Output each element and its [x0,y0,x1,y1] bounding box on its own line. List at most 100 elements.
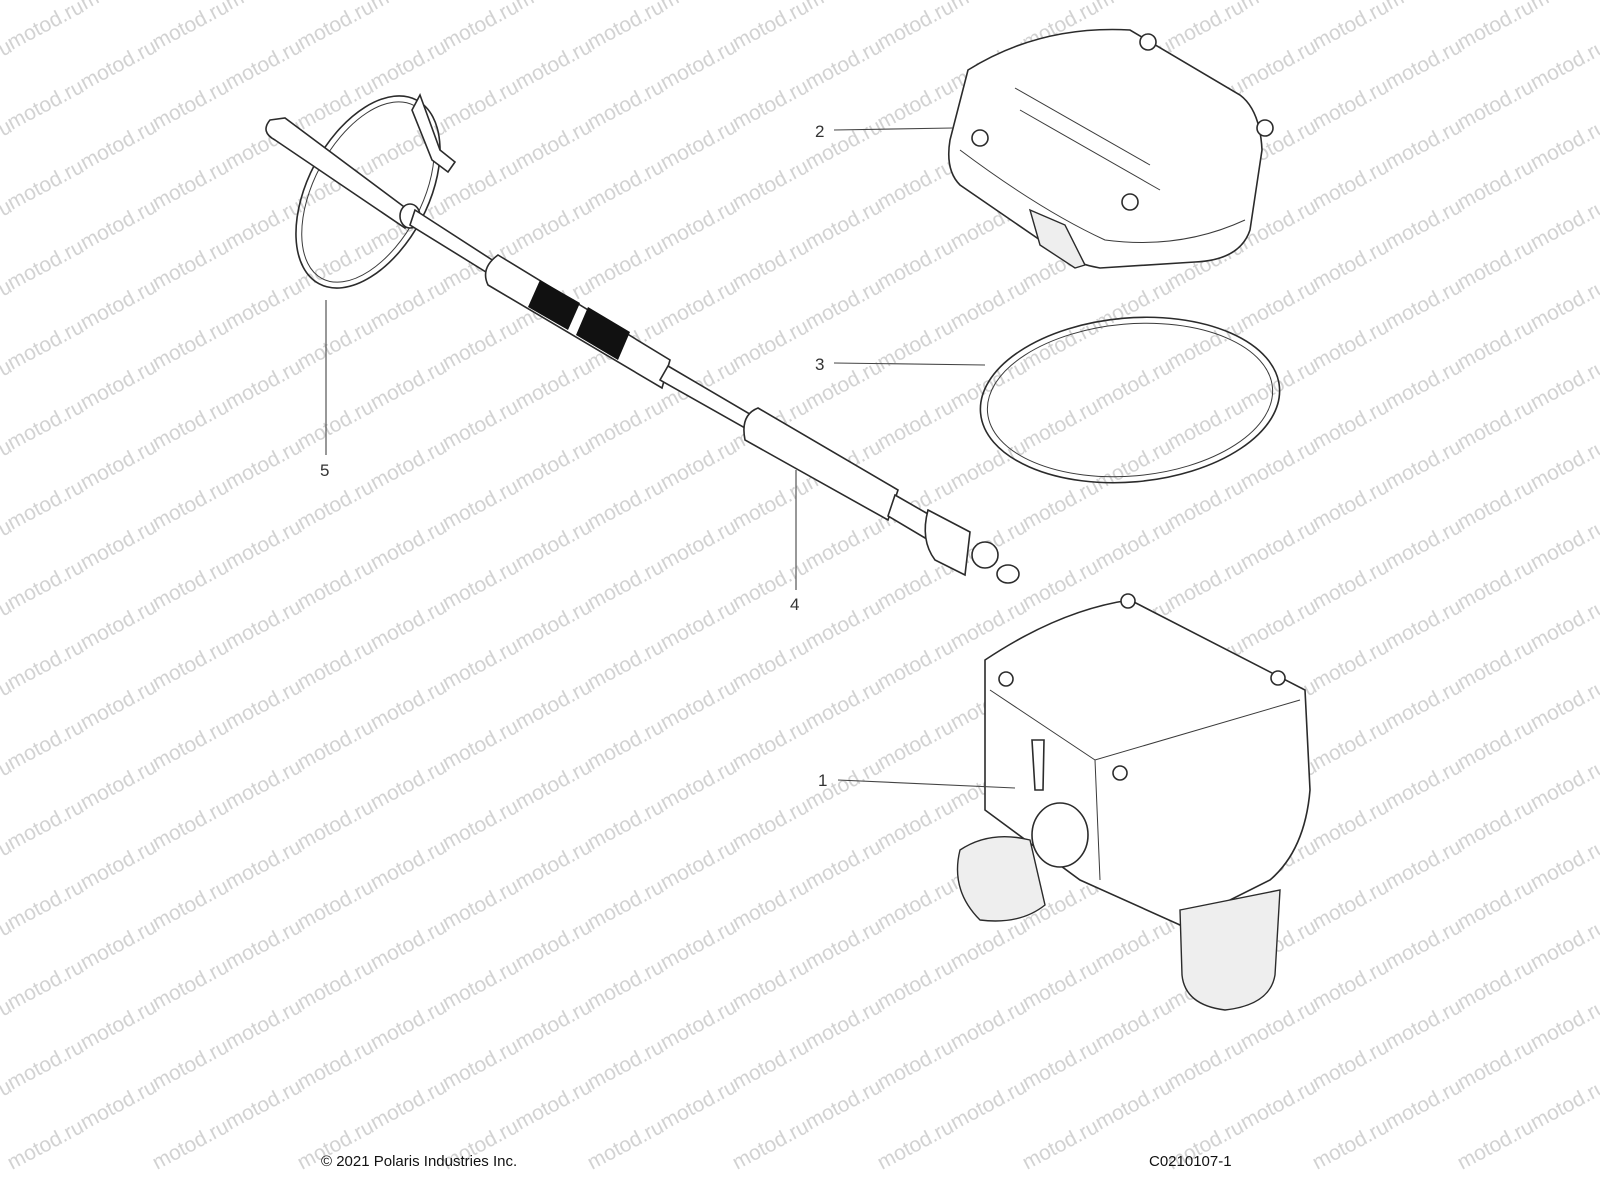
watermark-text: motod.ru [1527,995,1600,1054]
watermark-text: motod.ru [4,555,88,614]
watermark-text: motod.ru [439,0,523,54]
watermark-text: motod.ru [1382,435,1466,494]
watermark-text: motod.ru [1309,395,1393,454]
watermark-text: motod.ru [802,0,886,14]
watermark-text: motod.ru [77,835,161,894]
watermark-text: motod.ru [584,795,668,854]
watermark-text: motod.ru [439,955,523,1014]
watermark-text: motod.ru [1019,1115,1103,1174]
watermark-text: motod.ru [729,955,813,1014]
watermark-text: motod.ru [729,875,813,934]
watermark-text: motod.ru [149,315,233,374]
callout-4: 4 [790,470,799,614]
watermark-text: motod.ru [512,835,596,894]
callout-label-5: 5 [320,461,329,480]
callout-label-3: 3 [815,355,824,374]
watermark-text: motod.ru [4,635,88,694]
watermark-text: motod.ru [4,795,88,854]
watermark-text: motod.ru [657,755,741,814]
watermark-text: motod.ru [729,235,813,294]
watermark-text: motod.ru [222,195,306,254]
watermark-text: motod.ru [874,395,958,454]
watermark-text: motod.ru [77,115,161,174]
watermark-text: motod.ru [874,315,958,374]
watermark-text: motod.ru [439,475,523,534]
watermark-text: motod.ru [584,955,668,1014]
watermark-text: motod.ru [149,395,233,454]
watermark-text: motod.ru [729,75,813,134]
watermark-text: motod.ru [874,75,958,134]
watermark-text: motod.ru [77,355,161,414]
watermark-text: motod.ru [947,995,1031,1054]
watermark-text: motod.ru [77,0,161,14]
watermark-text: motod.ru [657,835,741,894]
watermark-text: motod.ru [1382,355,1466,414]
watermark-text: motod.ru [77,995,161,1054]
watermark-text: motod.ru [1019,395,1103,454]
watermark-text: motod.ru [294,315,378,374]
watermark-text: motod.ru [1092,515,1176,574]
watermark-text: motod.ru [1454,75,1538,134]
watermark-text: motod.ru [512,755,596,814]
watermark-text: motod.ru [657,275,741,334]
watermark-text: motod.ru [1019,555,1103,614]
watermark-text: motod.ru [149,555,233,614]
watermark-text: motod.ru [802,755,886,814]
watermark-text: motod.ru [149,1035,233,1094]
watermark-text: motod.ru [222,435,306,494]
watermark-text: motod.ru [1237,275,1321,334]
watermark-text: motod.ru [512,435,596,494]
watermark-text: motod.ru [729,475,813,534]
watermark-text: motod.ru [512,515,596,574]
watermark-text: motod.ru [584,235,668,294]
callout-label-1: 1 [818,771,827,790]
watermark-text: motod.ru [1382,195,1466,254]
watermark-text: motod.ru [77,35,161,94]
callout-2: 2 [815,122,954,141]
watermark-text: motod.ru [149,635,233,694]
watermark-text: motod.ru [874,155,958,214]
watermark-text: motod.ru [1527,515,1600,574]
watermark-text: motod.ru [439,315,523,374]
watermark-text: motod.ru [439,795,523,854]
watermark-text: motod.ru [874,235,958,294]
watermark-text: motod.ru [294,1035,378,1094]
watermark-text: motod.ru [1382,675,1466,734]
watermark-text: motod.ru [77,195,161,254]
watermark-text: motod.ru [1527,0,1600,14]
watermark-text: motod.ru [657,435,741,494]
watermark-text: motod.ru [802,915,886,974]
watermark-text: motod.ru [1309,715,1393,774]
watermark-text: motod.ru [1527,675,1600,734]
part-4-throttle-cable [265,117,1020,584]
watermark-text: motod.ru [729,635,813,694]
watermark-text: motod.ru [512,0,596,14]
watermark-text: motod.ru [1309,315,1393,374]
watermark-text: motod.ru [4,1115,88,1174]
watermark-text: motod.ru [874,715,958,774]
watermark-text: motod.ru [1454,315,1538,374]
watermark-text: motod.ru [512,35,596,94]
watermark-text: motod.ru [77,1075,161,1134]
watermark-text: motod.ru [439,1035,523,1094]
watermark-text: motod.ru [729,715,813,774]
watermark-text: motod.ru [4,1035,88,1094]
watermark-text: motod.ru [294,75,378,134]
watermark-text: motod.ru [802,195,886,254]
watermark-text: motod.ru [367,435,451,494]
watermark-text: motod.ru [439,715,523,774]
watermark-text: motod.ru [729,0,813,54]
watermark-text: motod.ru [657,35,741,94]
watermark-text: motod.ru [1527,755,1600,814]
watermark-text: motod.ru [874,795,958,854]
watermark-text: motod.ru [584,395,668,454]
watermark-text: motod.ru [294,875,378,934]
drawing-code: C0210107-1 [1149,1153,1232,1170]
watermark-text: motod.ru [1309,1035,1393,1094]
watermark-text: motod.ru [4,235,88,294]
watermark-text: motod.ru [1237,0,1321,14]
watermark-text: motod.ru [1454,955,1538,1014]
watermark-text: motod.ru [584,75,668,134]
watermark-text: motod.ru [4,715,88,774]
